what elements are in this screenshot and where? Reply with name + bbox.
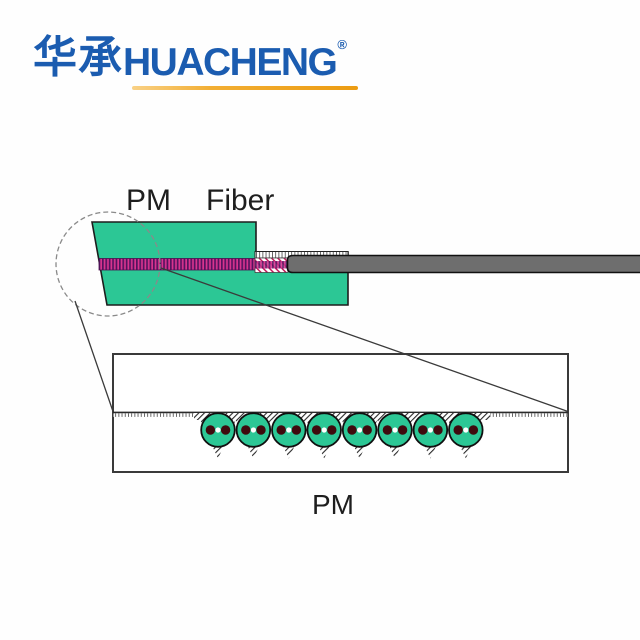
stress-rod-left xyxy=(347,425,357,435)
fiber-core xyxy=(286,427,292,433)
stress-rod-left xyxy=(453,425,463,435)
stress-rod-right xyxy=(362,425,372,435)
pm-fiber-cross-section xyxy=(306,412,342,448)
pm-fiber-cross-section xyxy=(341,412,378,448)
fiber-core xyxy=(392,427,398,433)
fiber-core xyxy=(250,427,256,433)
pm-fiber-cross-section xyxy=(377,412,413,448)
stress-rod-left xyxy=(311,425,322,435)
pm-fiber-cross-section xyxy=(235,412,272,448)
pm-fiber-ribbon xyxy=(98,258,258,271)
fiber-core xyxy=(215,427,221,433)
stress-rod-left xyxy=(205,425,216,435)
pm-fiber-cross-section xyxy=(271,412,307,448)
stress-rod-right xyxy=(468,425,479,435)
fiber-cable xyxy=(286,254,640,274)
registered-trademark-icon: ® xyxy=(337,37,347,52)
logo-chinese-text: 华承 xyxy=(33,33,123,82)
stress-rod-left xyxy=(241,425,251,435)
stress-rod-right xyxy=(397,425,408,435)
pm-fiber-cross-section xyxy=(200,412,236,448)
stress-rod-left xyxy=(418,425,428,435)
label-pm-bottom: PM xyxy=(312,489,354,520)
fiber-cross-section-group xyxy=(200,412,484,448)
label-pm-top: PM xyxy=(126,184,171,217)
logo-latin-text: HUACHENG xyxy=(123,41,338,84)
fiber-core xyxy=(357,427,363,433)
brand-logo: 华承 HUACHENG ® xyxy=(33,33,358,90)
stress-rod-right xyxy=(291,425,302,435)
projection-line-left xyxy=(74,300,114,412)
stress-rod-right xyxy=(256,425,266,435)
label-fiber-top: Fiber xyxy=(206,184,275,217)
ribbon-in-epoxy xyxy=(255,261,288,269)
stress-rod-right xyxy=(220,425,231,435)
fiber-core xyxy=(321,427,327,433)
pm-fiber-cross-section xyxy=(412,412,449,448)
fiber-core xyxy=(427,427,433,433)
logo-underline xyxy=(132,86,358,90)
pm-fiber-cross-section xyxy=(448,412,484,448)
stress-rod-left xyxy=(276,425,286,435)
stress-rod-left xyxy=(382,425,393,435)
magnifier-circle xyxy=(55,211,161,317)
fiber-core xyxy=(463,427,469,433)
projection-line-right xyxy=(160,267,569,413)
stress-rod-right xyxy=(327,425,337,435)
stress-rod-right xyxy=(433,425,443,435)
